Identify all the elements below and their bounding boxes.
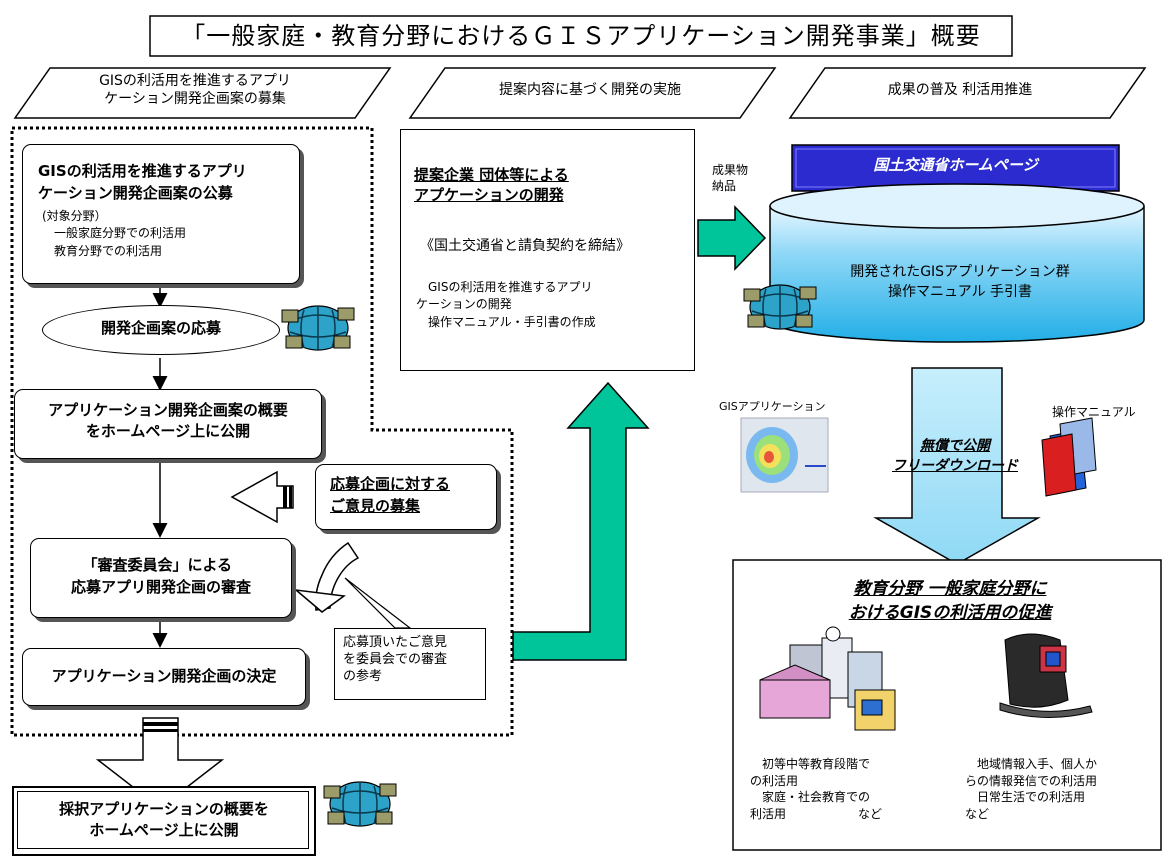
step4-label: ｢審査委員会」による 応募アプリ開発企画の審査 [70, 556, 251, 596]
homepage-label: 国土交通省ホームページ [873, 156, 1038, 174]
phase3-label: 成果の普及 利活用推進 [887, 82, 1033, 98]
deliverable-arrow [697, 205, 767, 271]
free-download-label: 無償で公開 フリーダウンロード [892, 438, 1018, 475]
development-title: 提案企業 団体等による アプケーションの開発 [414, 166, 569, 205]
step5-label: アプリケーション開発企画の決定 [51, 667, 277, 685]
promotion-title: 教育分野 一般家庭分野に おけるGISの利活用の促進 [848, 579, 1052, 623]
phase1-label: GISの利活用を推進するアプリ ケーション開発企画案の募集 [99, 73, 291, 108]
title-frame [149, 15, 1013, 57]
development-arrow [512, 381, 650, 661]
step1-card [22, 144, 300, 284]
callout-box [334, 628, 486, 700]
manual-label: 操作マニュアル [1052, 405, 1136, 419]
phase2-banner [408, 67, 777, 119]
step6-label: 採択アプリケーションの概要を ホームページ上に公開 [59, 800, 269, 839]
gis-app-label: GISアプリケーション [719, 400, 826, 413]
globe-network-icon [323, 781, 397, 827]
manual-books-icon [1041, 417, 1097, 497]
globe-network-icon [281, 305, 355, 351]
page-title: 「一般家庭・教育分野におけるＧＩＳアプリケーション開発事業」概要 [181, 22, 981, 50]
step1-title: GISの利活用を推進するアプリ ケーション開発企画案の公募 [38, 162, 247, 202]
step4-card [30, 538, 292, 618]
school-use-text: 初等中等教育段階で の利活用 家庭・社会教育での 利活用 など [750, 757, 883, 821]
deliverable-label: 成果物 納品 [712, 163, 749, 194]
spread-down-arrow [873, 367, 1041, 565]
step1-detail: (対象分野） 一般家庭分野での利活用 教育分野での利活用 [42, 209, 187, 258]
step5-card [22, 648, 306, 706]
step2-ellipse [42, 305, 280, 355]
database-label: 開発されたGISアプリケーション群 操作マニュアル 手引書 [850, 264, 1070, 301]
process-dotted-frame [10, 126, 514, 737]
development-card [400, 129, 695, 371]
globe-network-icon [743, 284, 817, 330]
contract-note: 《国土交通省と請負契約を締結》 [420, 238, 630, 254]
database-cylinder [769, 206, 1145, 343]
phase3-banner [788, 67, 1147, 119]
step2-label: 開発企画案の応募 [100, 319, 221, 337]
opinion-arrow [230, 470, 294, 524]
opinion-card [315, 464, 497, 530]
step3-card [14, 389, 322, 459]
opinion-label: 応募企画に対する ご意見の募集 [330, 475, 451, 515]
phase1-banner [13, 67, 392, 119]
callout-text: 応募頂いたご意見 を委員会での審査 の参考 [343, 635, 448, 684]
phase2-label: 提案内容に基づく開発の実施 [499, 82, 681, 98]
computer-icon [999, 633, 1093, 718]
home-use-text: 地域情報入手、個人か らの情報発信での利活用 日常生活での利活用 など [965, 757, 1098, 821]
development-detail: GISの利活用を推進するアプリ ケーションの開発 操作マニュアル・手引書の作成 [416, 280, 596, 329]
school-buildings-icon [759, 626, 896, 731]
gis-map-thumbnail-icon [740, 417, 829, 493]
step3-label: アプリケーション開発企画案の概要 をホームページ上に公開 [48, 401, 288, 440]
